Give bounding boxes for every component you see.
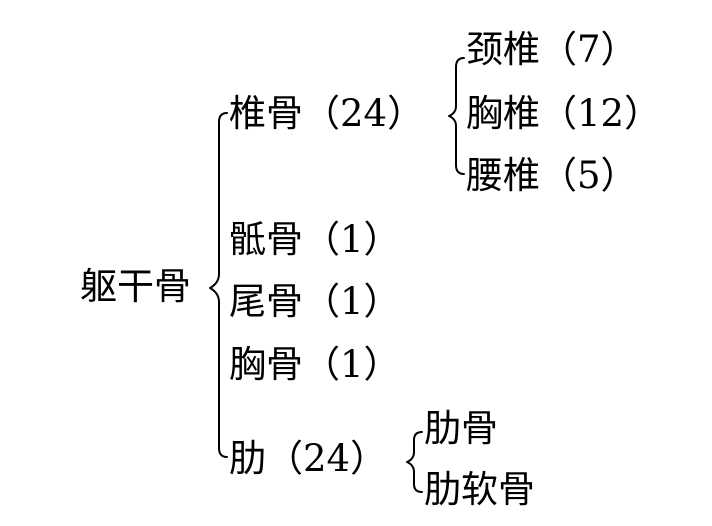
ribs-label: 肋（24） <box>229 437 388 480</box>
sacrum-label: 骶骨（1） <box>229 218 401 261</box>
coccyx-label: 尾骨（1） <box>229 280 401 323</box>
vertebrae-label: 椎骨（24） <box>229 92 425 135</box>
sternum-label: 胸骨（1） <box>229 343 401 386</box>
ribs-brace <box>406 431 423 493</box>
vertebrae-brace <box>448 57 465 175</box>
main-brace <box>209 112 228 458</box>
thoracic-vertebrae-label: 胸椎（12） <box>466 92 662 135</box>
cervical-vertebrae-label: 颈椎（7） <box>466 28 638 71</box>
root-label: 躯干骨 <box>80 265 191 308</box>
costal-cartilage-label: 肋软骨 <box>424 468 535 511</box>
lumbar-vertebrae-label: 腰椎（5） <box>466 154 638 197</box>
rib-bone-label: 肋骨 <box>424 407 498 450</box>
